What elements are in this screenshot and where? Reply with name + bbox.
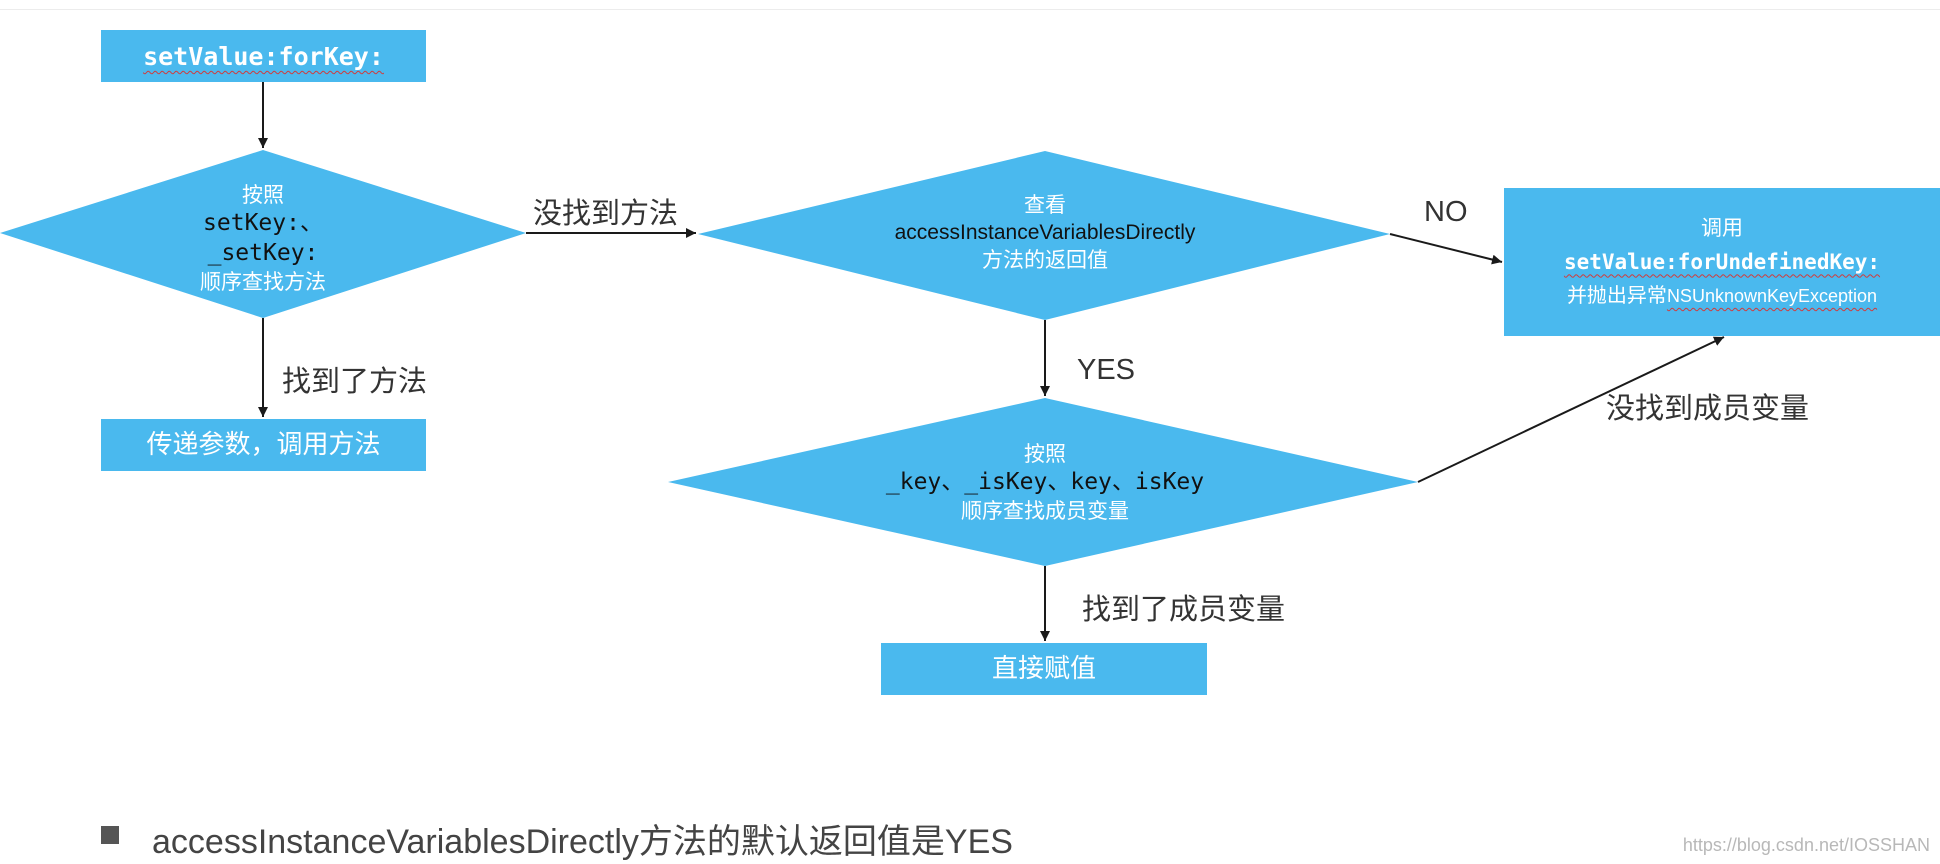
start-node bbox=[101, 30, 426, 82]
watermark: https://blog.csdn.net/IOSSHAN bbox=[1682, 835, 1930, 855]
setter-decision-line4: 顺序查找方法 bbox=[200, 270, 326, 295]
ivar-decision-line2: _key、_isKey、key、isKey bbox=[885, 469, 1205, 496]
access-decision-line1: 查看 bbox=[1024, 193, 1066, 217]
access-decision-node bbox=[698, 151, 1390, 320]
undefined-key-node bbox=[1504, 188, 1940, 336]
arrow-ivar-to-undefined bbox=[1417, 336, 1725, 483]
edge-label-found-ivar: 找到了成员变量 bbox=[1082, 592, 1286, 626]
ivar-decision-node bbox=[668, 398, 1418, 566]
access-decision-line2: accessInstanceVariablesDirectly bbox=[894, 221, 1196, 245]
assign-direct-label: 直接赋值 bbox=[991, 654, 1096, 684]
undefined-key-text: 调用 setValue:forUndefinedKey: 并抛出异常NSUnkn… bbox=[1504, 212, 1940, 311]
setter-decision-text: 按照 setKey:、 _setKey: 顺序查找方法 bbox=[150, 182, 376, 296]
edge-label-yes: YES bbox=[1077, 354, 1136, 386]
default-value-note: accessInstanceVariablesDirectly方法的默认返回值是… bbox=[152, 823, 1013, 861]
ivar-decision-line1: 按照 bbox=[1024, 442, 1066, 466]
edge-label-no: NO bbox=[1424, 196, 1468, 228]
undefined-key-line3: 并抛出异常NSUnknownKeyException bbox=[1504, 279, 1940, 311]
undefined-key-line2: setValue:forUndefinedKey: bbox=[1563, 249, 1881, 274]
access-decision-text: 查看 accessInstanceVariablesDirectly 方法的返回… bbox=[840, 192, 1250, 274]
setter-decision-line2: setKey:、 bbox=[203, 210, 323, 237]
undefined-key-exception: NSUnknownKeyException bbox=[1666, 286, 1878, 307]
edge-label-found-method: 找到了方法 bbox=[282, 364, 428, 398]
setter-decision-line3: _setKey: bbox=[207, 240, 319, 267]
top-divider bbox=[0, 9, 1940, 10]
access-decision-line3: 方法的返回值 bbox=[982, 247, 1108, 272]
ivar-decision-line3: 顺序查找成员变量 bbox=[961, 499, 1129, 524]
ivar-decision-text: 按照 _key、_isKey、key、isKey 顺序查找成员变量 bbox=[830, 441, 1260, 525]
setter-decision-line1: 按照 bbox=[242, 183, 284, 207]
start-node-label: setValue:forKey: bbox=[143, 42, 384, 71]
edge-label-ivar-not-found: 没找到成员变量 bbox=[1606, 391, 1810, 425]
undefined-key-line3-prefix: 并抛出异常 bbox=[1566, 283, 1667, 308]
edge-label-method-not-found: 没找到方法 bbox=[533, 196, 679, 230]
call-setter-label: 传递参数，调用方法 bbox=[146, 430, 381, 460]
assign-direct-node bbox=[881, 643, 1207, 695]
call-setter-node bbox=[101, 419, 426, 471]
arrow-access-to-undefined bbox=[1389, 233, 1503, 265]
bullet-square bbox=[101, 826, 119, 844]
setter-decision-node bbox=[0, 150, 526, 318]
undefined-key-line1: 调用 bbox=[1701, 216, 1743, 240]
